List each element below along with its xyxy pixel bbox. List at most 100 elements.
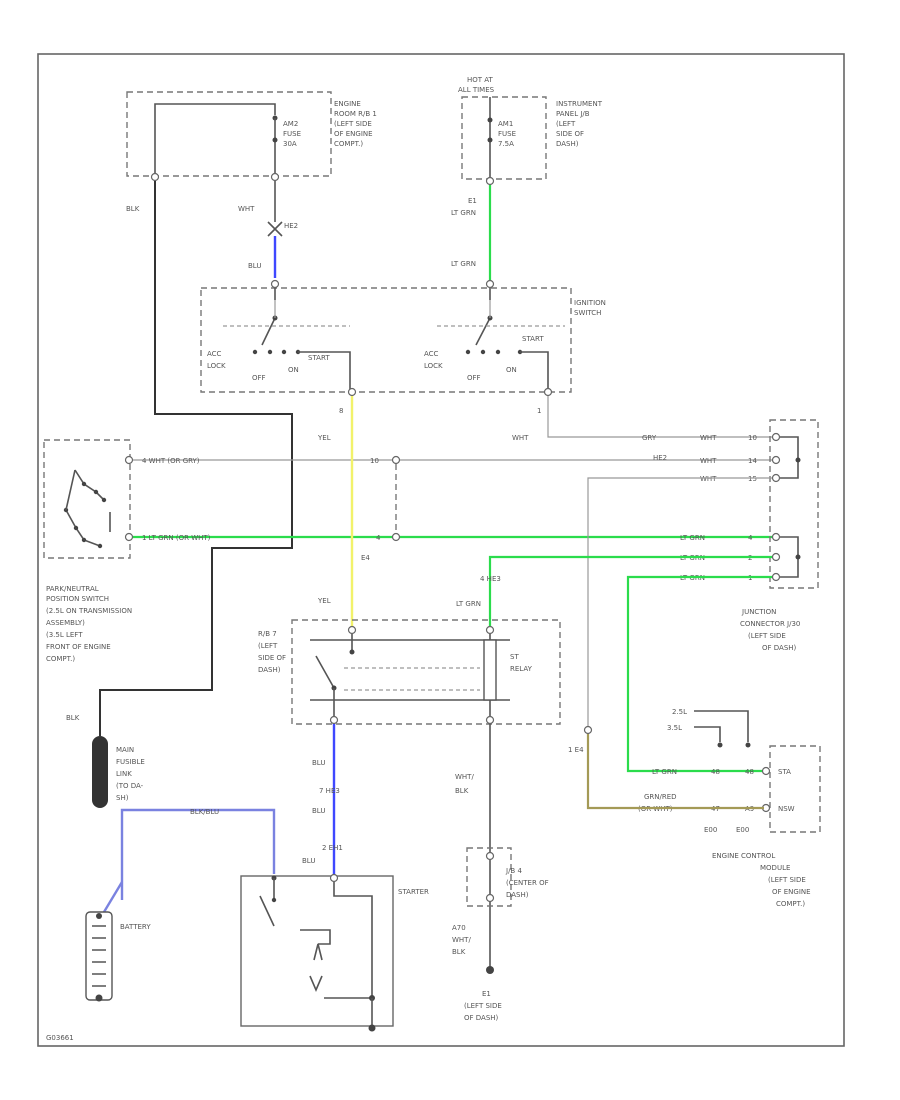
label-blk-fusible: BLK (66, 714, 80, 722)
ignition-switch-label-1: IGNITION (574, 299, 606, 307)
wire-lt-grn-ecm (626, 575, 772, 773)
fusible-link-label-2: FUSIBLE (116, 758, 145, 766)
label-wht-blk-2: BLK (455, 787, 469, 795)
starter-motor: STARTER (240, 873, 429, 1032)
ign-left-start: START (308, 354, 330, 362)
wire-wht-ecm (587, 477, 772, 726)
label-jc-he2: HE2 (653, 454, 667, 462)
label-e4: E4 (361, 554, 370, 562)
ecm-label-1: ENGINE CONTROL (712, 852, 775, 860)
jb4-label-3: DASH) (506, 891, 529, 899)
ign-right-lock: LOCK (424, 362, 443, 370)
engine-room-rb-label-1: ENGINE (334, 100, 361, 108)
ecm-row1-color: LT GRN (652, 768, 677, 776)
engine-room-relay-box: AM2 FUSE 30A ENGINE ROOM R/B 1 (LEFT SID… (126, 91, 377, 182)
label-wht-top: WHT (238, 205, 255, 213)
ignition-switch-label-2: SWITCH (574, 309, 601, 317)
ecm-conn-1: E00 (704, 826, 717, 834)
wire-blk-main (99, 181, 293, 736)
ign-left-on: ON (288, 366, 299, 374)
am2-fuse-label-3: 30A (283, 140, 297, 148)
instrument-jb-label-4: SIDE OF (556, 130, 584, 138)
jc-row3-pin: 15 (748, 475, 757, 483)
instrument-jb-label-2: PANEL J/B (556, 110, 590, 118)
main-fusible-link: BLK MAIN FUSIBLE LINK (TO DA- SH) (66, 714, 145, 808)
pn-switch-label-3: (2.5L ON TRANSMISSION (46, 607, 132, 615)
wire-lt-grn-relay (488, 555, 772, 628)
label-pin-1: 1 (537, 407, 541, 415)
st-relay-box-label-2: (LEFT (258, 642, 278, 650)
label-blu-2: BLU (312, 807, 325, 815)
am2-fuse-label-1: AM2 (283, 120, 298, 128)
jc-row2-color: WHT (700, 457, 717, 465)
instrument-jb-label-3: (LEFT (556, 120, 576, 128)
battery: BATTERY (85, 911, 151, 1002)
label-blk-left: BLK (126, 205, 140, 213)
wire-blk-blu-battery (102, 881, 124, 913)
jc-row2-pin: 14 (748, 457, 757, 465)
am2-fuse-label-2: FUSE (283, 130, 301, 138)
label-lt-grn-3: LT GRN (456, 600, 481, 608)
label-wht-blk-1: WHT/ (455, 773, 474, 781)
st-relay-box-label-1: R/B 7 (258, 630, 277, 638)
wire-wht-ign (547, 396, 772, 438)
engine-room-rb-label-2: ROOM R/B 1 (334, 110, 377, 118)
ground-label-2: (LEFT SIDE (464, 1002, 502, 1010)
ground-label-3: OF DASH) (464, 1014, 499, 1022)
figure-id: G03661 (46, 1034, 74, 1042)
am1-fuse-label-1: AM1 (498, 120, 513, 128)
wire-grn-red-ecm (586, 734, 764, 810)
engine-room-rb-label-3: (LEFT SIDE (334, 120, 372, 128)
wire-blk-blu (120, 808, 276, 900)
ign-right-on: ON (506, 366, 517, 374)
ground-point-e1 (486, 966, 494, 974)
fusible-link-label-1: MAIN (116, 746, 134, 754)
pn-switch-label-4: ASSEMBLY) (46, 619, 85, 627)
jc-label-3: (LEFT SIDE (748, 632, 786, 640)
ecm-pin-nsw: NSW (778, 805, 795, 813)
label-a70-1: A70 (452, 924, 466, 932)
ecm-pin-sta: STA (778, 768, 791, 776)
jc-row1-color: WHT (700, 434, 717, 442)
label-a70-2: WHT/ (452, 936, 471, 944)
battery-label: BATTERY (120, 923, 151, 931)
ecm-label-3: (LEFT SIDE (768, 876, 806, 884)
jc-label-4: OF DASH) (762, 644, 797, 652)
fusible-link-label-4: (TO DA- (116, 782, 144, 790)
park-neutral-position-switch: PARK/NEUTRAL POSITION SWITCH (2.5L ON TR… (43, 439, 134, 663)
label-e4-e3: 4 HE3 (480, 575, 501, 583)
connector-he2-mark (267, 221, 283, 237)
instrument-panel-junction-block: HOT AT ALL TIMES AM1 FUSE 7.5A INSTRUMEN… (458, 76, 603, 186)
jc-row1-pin: 10 (748, 434, 757, 442)
jc-label-1: JUNCTION (741, 608, 776, 616)
jb4-connector: J/B 4 (CENTER OF DASH) (466, 847, 549, 907)
pn-switch-label-1: PARK/NEUTRAL (46, 585, 99, 593)
instrument-jb-label-5: DASH) (556, 140, 579, 148)
fusible-link-label-3: LINK (116, 770, 132, 778)
ecm-variant-2: 3.5L (667, 724, 682, 732)
jb4-label-2: (CENTER OF (506, 879, 549, 887)
ecm-row2-color-1: GRN/RED (644, 793, 677, 801)
label-jc-pin-4: 4 (376, 534, 381, 542)
engine-room-rb-label-4: OF ENGINE (334, 130, 373, 138)
jb4-label-1: J/B 4 (505, 867, 522, 875)
label-yel-1: YEL (317, 434, 331, 442)
e4-connector-point (583, 725, 593, 735)
starter-label: STARTER (398, 888, 429, 896)
st-relay-label-1: ST (510, 653, 519, 661)
st-relay-box-label-4: DASH) (258, 666, 281, 674)
ign-right-off: OFF (467, 374, 481, 382)
st-relay-box-label-3: SIDE OF (258, 654, 286, 662)
fusible-link-label-5: SH) (116, 794, 129, 802)
label-wht-right: WHT (512, 434, 529, 442)
ign-left-lock: LOCK (207, 362, 226, 370)
diagram-frame (37, 53, 845, 1047)
jc-row4-color: LT GRN (680, 534, 705, 542)
ecm-variant-1: 2.5L (672, 708, 687, 716)
am1-fuse-label-3: 7.5A (498, 140, 514, 148)
ecm-row1-b: 48 (745, 768, 754, 776)
ign-left-off: OFF (252, 374, 266, 382)
ignition-switch: ACC LOCK OFF ON START ACC LOCK OFF ON ST… (200, 279, 606, 397)
label-he3: 7 HE3 (319, 787, 340, 795)
pn-switch-label-6: FRONT OF ENGINE (46, 643, 111, 651)
